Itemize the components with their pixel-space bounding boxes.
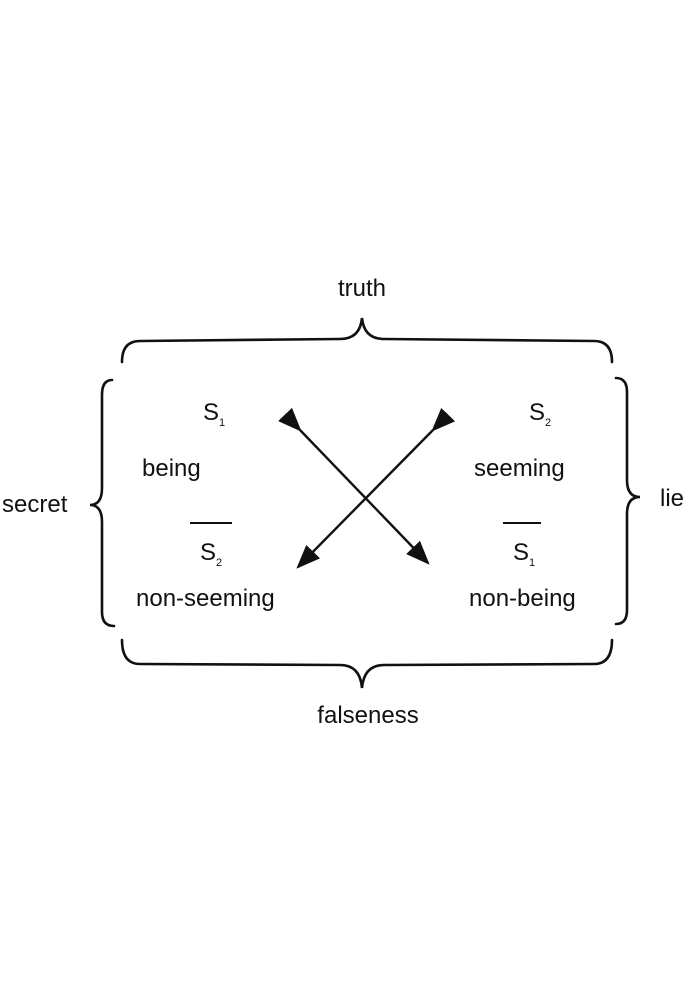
term-not-s1-symbol: S bbox=[513, 539, 529, 566]
term-non-being: non-being bbox=[469, 585, 576, 612]
contradiction-arrow-s2 bbox=[296, 407, 455, 569]
label-secret: secret bbox=[2, 491, 68, 518]
term-not-s2-subscript: 2 bbox=[216, 557, 222, 569]
term-s2-symbol: S bbox=[529, 399, 545, 426]
term-non-seeming: non-seeming bbox=[136, 585, 275, 612]
term-s1-symbol: S bbox=[203, 399, 219, 426]
left-brace bbox=[89, 378, 116, 628]
label-truth: truth bbox=[338, 275, 386, 302]
top-brace bbox=[120, 317, 614, 364]
term-seeming: seeming bbox=[474, 455, 565, 482]
right-brace bbox=[614, 376, 641, 626]
bottom-brace bbox=[120, 638, 614, 689]
label-lie: lie bbox=[660, 485, 684, 512]
term-not-s1-subscript: 1 bbox=[529, 557, 535, 569]
label-falseness: falseness bbox=[317, 702, 418, 729]
term-being: being bbox=[142, 455, 201, 482]
contradiction-arrow-s1 bbox=[278, 407, 430, 565]
term-s2-subscript: 2 bbox=[545, 417, 551, 429]
term-not-s2-symbol: S bbox=[200, 539, 216, 566]
term-s1-subscript: 1 bbox=[219, 417, 225, 429]
